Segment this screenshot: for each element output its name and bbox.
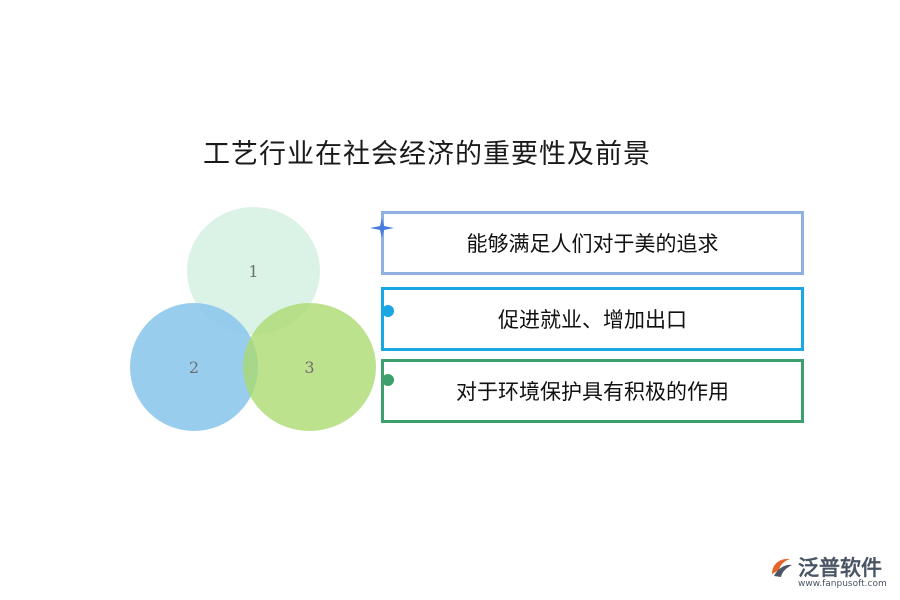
item-text: 对于环境保护具有积极的作用 — [456, 380, 729, 404]
venn-circle-label: 2 — [188, 357, 200, 377]
dot-icon — [382, 374, 394, 386]
dot-icon — [382, 305, 394, 317]
diagram-title: 工艺行业在社会经济的重要性及前景 — [203, 139, 651, 170]
item-text: 能够满足人们对于美的追求 — [466, 232, 719, 256]
logo-url: www.fanpusoft.com — [798, 579, 887, 589]
star-icon — [370, 218, 394, 238]
item-box-2: 促进就业、增加出口 — [381, 287, 804, 351]
item-text: 促进就业、增加出口 — [498, 308, 687, 332]
item-box-3: 对于环境保护具有积极的作用 — [381, 359, 804, 423]
logo-icon — [772, 558, 792, 577]
logo-name: 泛普软件 — [798, 556, 882, 580]
venn-circle-label: 3 — [304, 357, 315, 377]
venn-circle-label: 1 — [248, 261, 259, 281]
venn-circle-2: 2 — [130, 303, 258, 431]
item-box-1: 能够满足人们对于美的追求 — [381, 211, 804, 275]
venn-circle-3: 3 — [243, 303, 376, 431]
brand-logo: 泛普软件 www.fanpusoft.com — [768, 552, 892, 596]
